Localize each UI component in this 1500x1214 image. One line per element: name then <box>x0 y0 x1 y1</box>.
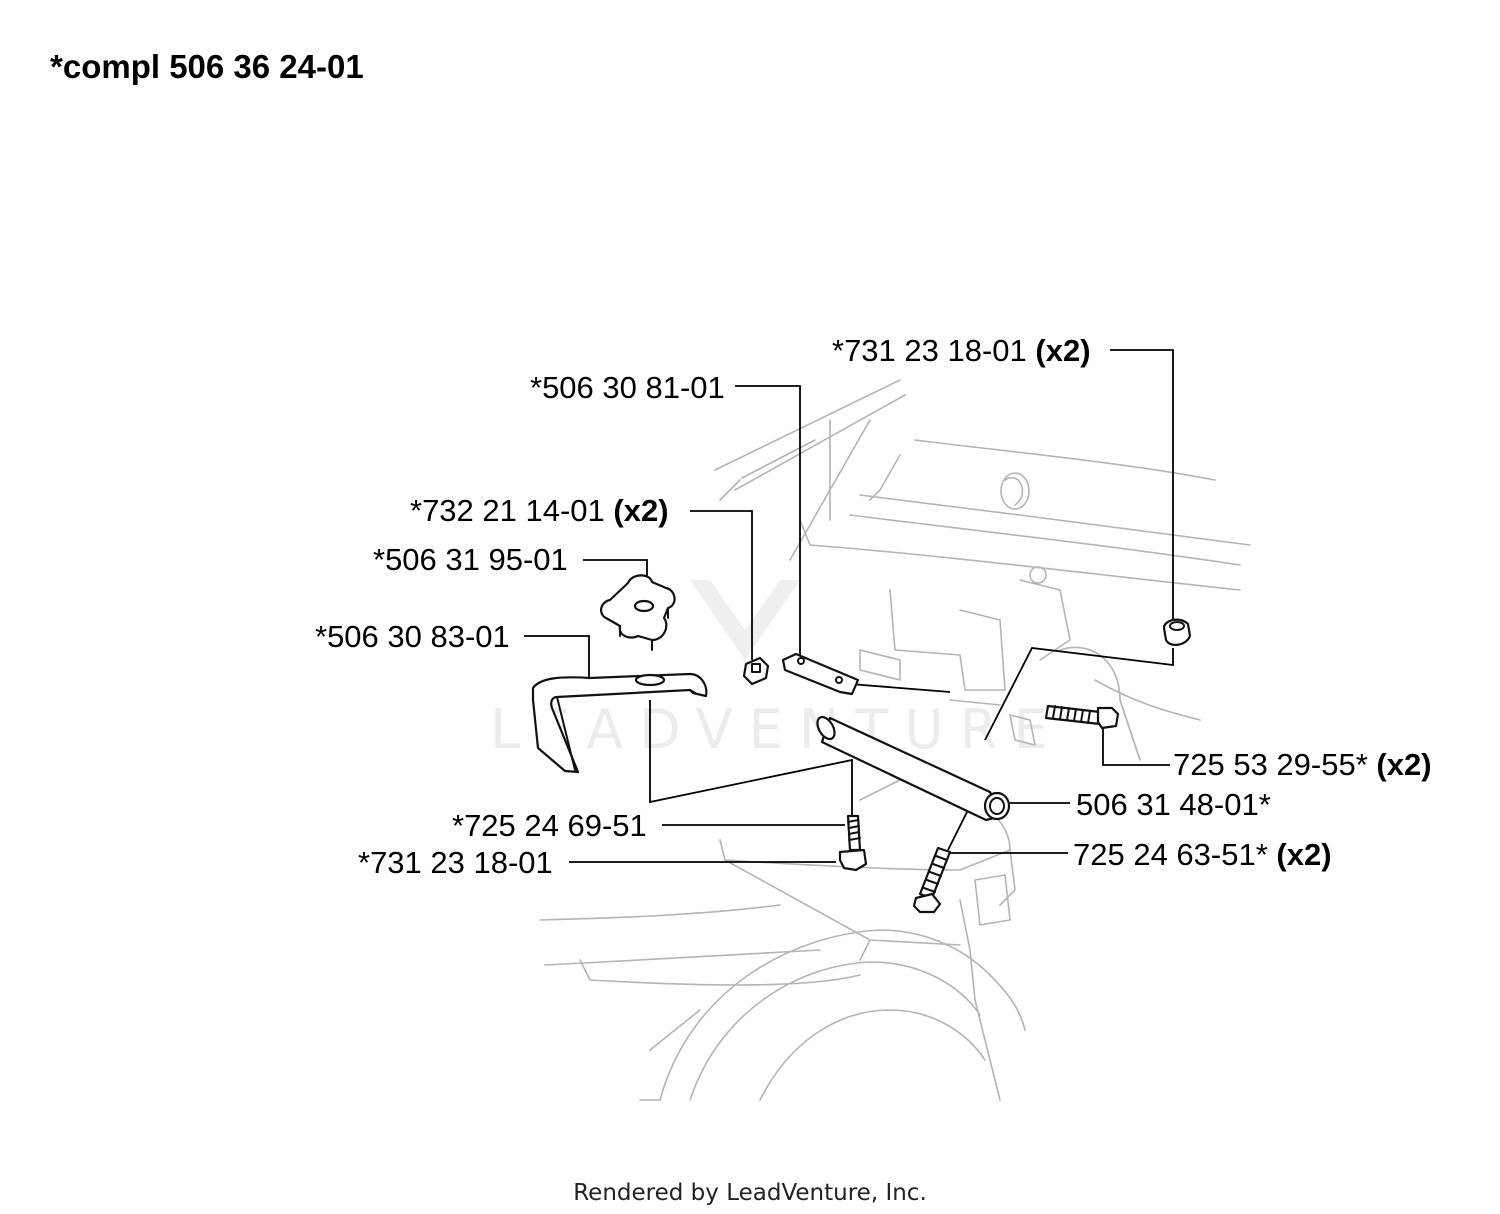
part-cross-knob <box>600 574 676 651</box>
part-bolt-upper <box>1044 704 1120 730</box>
part-long-bolt <box>912 846 952 914</box>
leader-c6 <box>1102 725 1170 766</box>
part-number: 725 24 63-51* <box>1073 837 1268 872</box>
assembly-title: *compl 506 36 24-01 <box>50 48 364 85</box>
part-number: 506 31 48-01* <box>1076 787 1271 822</box>
leader-bracket-to-bolt <box>649 700 853 817</box>
part-small-bolt <box>838 814 868 872</box>
part-number: *506 31 95-01 <box>373 542 568 577</box>
callout-c8: *725 24 69-51 <box>452 808 647 843</box>
part-number: 725 53 29-55* <box>1173 747 1368 782</box>
quantity: (x2) <box>1376 747 1431 782</box>
callout-c5: *506 30 83-01 <box>315 619 510 654</box>
leader-plate-to-pin <box>849 683 951 693</box>
leader-c3 <box>690 510 753 660</box>
quantity: (x2) <box>1035 333 1090 368</box>
part-hex-nut <box>1162 618 1192 646</box>
callout-c2: *506 30 81-01 <box>530 370 725 405</box>
callout-c6: 725 53 29-55* (x2) <box>1173 747 1432 782</box>
part-pin <box>816 715 1011 822</box>
callout-c1: *731 23 18-01 (x2) <box>832 333 1091 368</box>
part-square-nut <box>742 656 770 686</box>
leader-c2 <box>735 385 801 658</box>
part-number: *725 24 69-51 <box>452 808 647 843</box>
callout-c7: 506 31 48-01* <box>1076 787 1271 822</box>
footer-credit: Rendered by LeadVenture, Inc. <box>573 1180 927 1206</box>
watermark: LEADVENTURE <box>490 580 1063 761</box>
part-number: *506 30 81-01 <box>530 370 725 405</box>
part-number: *731 23 18-01 <box>832 333 1027 368</box>
callout-c4: *506 31 95-01 <box>373 542 568 577</box>
part-u-bracket <box>531 672 708 774</box>
part-number: *506 30 83-01 <box>315 619 510 654</box>
part-plate <box>781 652 860 696</box>
leader-c5 <box>524 635 590 678</box>
part-number: *731 23 18-01 <box>358 845 553 880</box>
leader-c1 <box>1110 349 1174 622</box>
watermark-text: LEADVENTURE <box>490 698 1063 761</box>
callout-c9: 725 24 63-51* (x2) <box>1073 837 1332 872</box>
watermark-logo <box>690 580 800 660</box>
part-number: *732 21 14-01 <box>410 493 605 528</box>
callout-labels: *731 23 18-01 (x2) *506 30 81-01 *732 21… <box>315 333 1432 880</box>
leader-lines <box>524 349 1174 863</box>
quantity: (x2) <box>613 493 668 528</box>
callout-c10: *731 23 18-01 <box>358 845 553 880</box>
callout-c3: *732 21 14-01 (x2) <box>410 493 669 528</box>
quantity: (x2) <box>1276 837 1331 872</box>
leader-nut-to-pin <box>984 647 1174 741</box>
leader-pin-to-bolt <box>947 811 968 851</box>
